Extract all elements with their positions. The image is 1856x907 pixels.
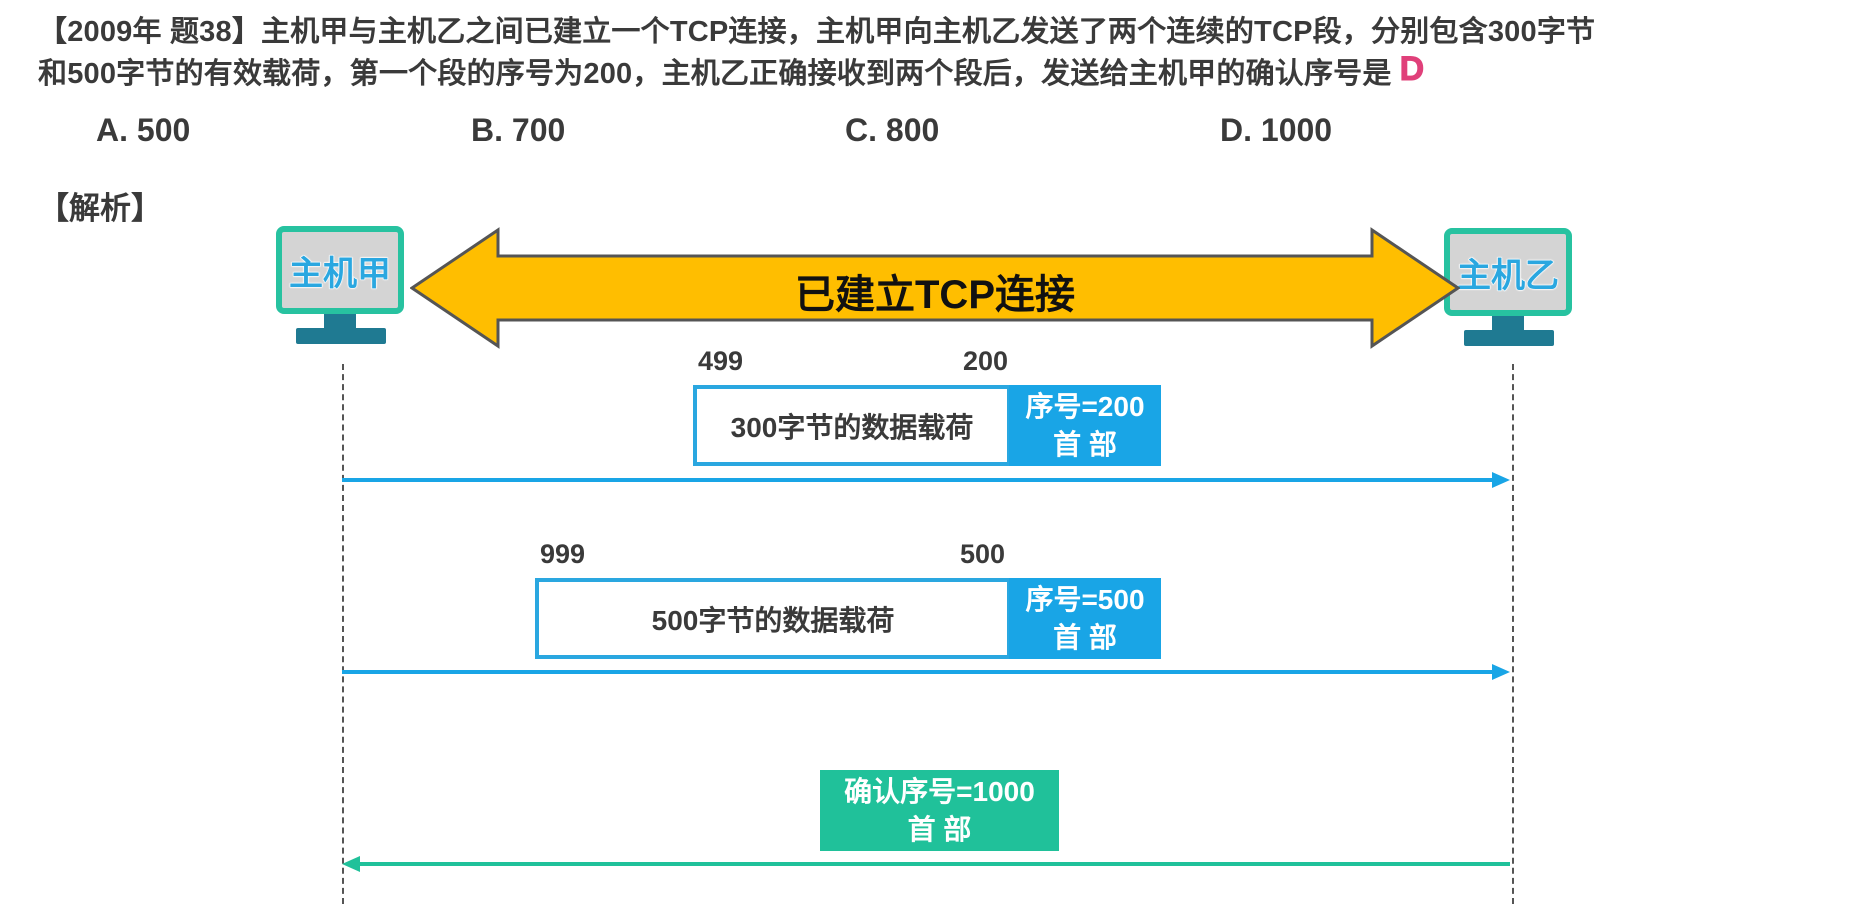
host-b-lifeline (1512, 364, 1514, 904)
host-b-screen: 主机乙 (1444, 228, 1572, 316)
seg1-header-label: 首 部 (1053, 428, 1117, 460)
host-a-base (296, 328, 386, 344)
seg1-header-seq: 序号=200 (1025, 390, 1145, 422)
seg2-header-label: 首 部 (1053, 621, 1117, 653)
option-c: C. 800 (845, 112, 940, 148)
question-line-2-text: 和500字节的有效载荷，第一个段的序号为200，主机乙正确接收到两个段后，发送给… (38, 58, 1392, 90)
host-b-stand (1492, 316, 1524, 330)
analysis-label: 【解析】 (38, 191, 162, 226)
answer-badge: D (1399, 50, 1425, 89)
option-d: D. 1000 (1220, 112, 1333, 148)
seg2-header: 序号=500 首 部 (1009, 578, 1161, 659)
ack-header: 确认序号=1000 首 部 (820, 770, 1059, 851)
host-b-base (1464, 330, 1554, 346)
host-a-stand (324, 314, 356, 328)
option-b: B. 700 (471, 112, 566, 148)
seg1-header: 序号=200 首 部 (1009, 385, 1161, 466)
seg2-header-seq: 序号=500 (1025, 583, 1145, 615)
host-b: 主机乙 (1444, 228, 1584, 408)
ack-seq: 确认序号=1000 (844, 775, 1035, 807)
connection-label: 已建立TCP连接 (795, 273, 1075, 317)
host-a-lifeline (342, 364, 344, 904)
seg1-arrow (342, 472, 1510, 488)
seg1-payload: 300字节的数据载荷 (693, 385, 1011, 466)
seg2-end-num: 500 (960, 539, 1006, 569)
question-line-1: 【2009年 题38】主机甲与主机乙之间已建立一个TCP连接，主机甲向主机乙发送… (38, 16, 1596, 48)
seg2-arrow (342, 664, 1510, 680)
question-line-2: 和500字节的有效载荷，第一个段的序号为200，主机乙正确接收到两个段后，发送给… (38, 50, 1425, 92)
ack-header-label: 首 部 (907, 813, 972, 845)
host-a: 主机甲 (276, 226, 416, 406)
option-a: A. 500 (96, 112, 191, 148)
seg2-start-num: 999 (540, 539, 586, 569)
host-a-screen: 主机甲 (276, 226, 404, 314)
seg1-start-num: 499 (698, 346, 744, 376)
seg2-payload: 500字节的数据载荷 (535, 578, 1011, 659)
ack-arrow (342, 856, 1510, 872)
seg1-end-num: 200 (963, 346, 1009, 376)
connection-arrow (410, 227, 1460, 349)
